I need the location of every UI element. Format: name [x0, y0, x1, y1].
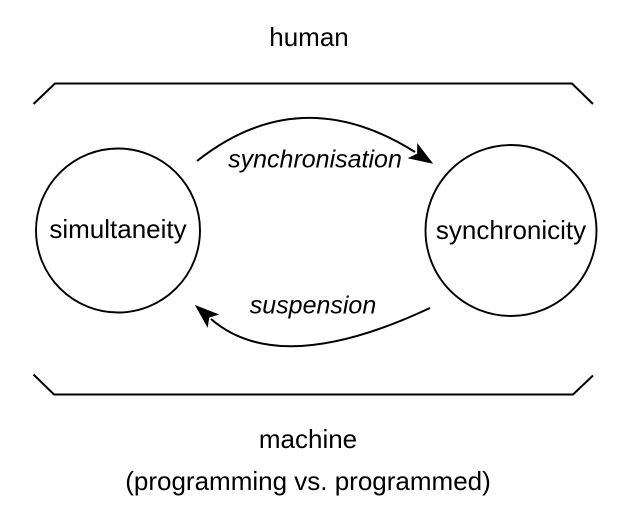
suspension-arrow-curve [210, 307, 431, 348]
human-brace-line [32, 82, 594, 105]
synchronisation-arrow-curve [196, 117, 416, 162]
synchronisation-arrow-label: synchronisation [228, 145, 402, 174]
machine-domain-label: machine [258, 424, 358, 455]
synchronisation-arrowhead-icon [407, 143, 434, 164]
synchronicity-node-label: synchronicity [435, 215, 587, 246]
machine-domain-sublabel: (programming vs. programmed) [125, 466, 491, 497]
suspension-arrow-label: suspension [249, 291, 377, 320]
simultaneity-node-label: simultaneity [49, 214, 187, 245]
human-domain-label: human [269, 22, 349, 53]
synchronicity-circle [424, 144, 598, 317]
suspension-arrowhead-icon [194, 305, 220, 328]
machine-brace-line [32, 373, 594, 396]
simultaneity-circle [35, 147, 201, 314]
